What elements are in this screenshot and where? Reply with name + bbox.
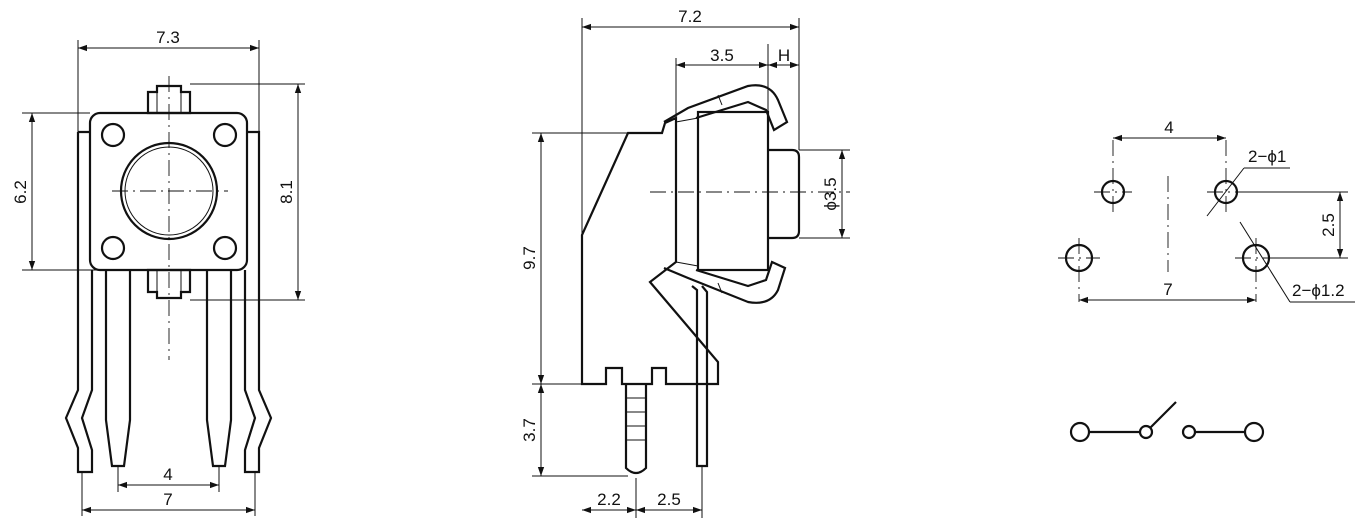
dim-offset-a: 2.2 — [597, 490, 621, 509]
leader-line — [1239, 221, 1291, 303]
left-pin — [104, 270, 132, 468]
side-view: 7.2 3.5 H ϕ3.5 9.7 3.7 2.2 2.5 — [520, 7, 850, 518]
dim-width-top: 7.3 — [156, 28, 180, 47]
bottom-clip — [146, 268, 192, 300]
dim-side-width: 7.2 — [678, 7, 702, 26]
hole-center-marks — [1078, 140, 1257, 302]
note-small-holes: 2−ϕ1 — [1248, 147, 1286, 166]
switch-schematic — [1069, 401, 1265, 443]
right-pin — [205, 270, 233, 468]
front-view: 7.3 6.2 8.1 4 7 — [11, 28, 305, 516]
dim-actuator-depth: 3.5 — [710, 46, 734, 65]
dim-row-offset: 2.5 — [1319, 213, 1338, 237]
leader-line — [1206, 167, 1245, 217]
dim-pin-length: 3.7 — [520, 418, 539, 442]
dim-pitch-top: 4 — [1164, 118, 1173, 137]
terminal-circle — [1243, 421, 1265, 443]
dim-height-right: 8.1 — [277, 180, 296, 204]
pcb-footprint: 4 2−ϕ1 2.5 2−ϕ1.2 7 — [1058, 118, 1355, 304]
top-clip-detail — [156, 92, 182, 113]
dim-pitch-bottom: 7 — [1163, 280, 1172, 299]
dim-actuator-height: H — [778, 46, 790, 65]
arm-notch — [717, 282, 723, 294]
dim-actuator-diameter: ϕ3.5 — [821, 177, 840, 210]
dim-offset-b: 2.5 — [657, 490, 681, 509]
top-spring-arm — [663, 84, 789, 132]
contact-point — [1181, 424, 1197, 440]
switch-body-side — [696, 110, 770, 272]
contact-point — [1138, 424, 1154, 440]
corner-hole — [212, 235, 238, 261]
arm-notch — [717, 94, 723, 106]
terminal-circle — [1069, 421, 1091, 443]
dim-height-left: 6.2 — [11, 180, 30, 204]
long-pin — [691, 285, 709, 468]
hole-center-marks — [1058, 191, 1277, 259]
bottom-clip-detail — [156, 270, 182, 292]
corner-hole — [212, 122, 238, 148]
dim-width-bottom: 7 — [163, 490, 172, 509]
dim-body-height: 9.7 — [520, 246, 539, 270]
note-large-holes: 2−ϕ1.2 — [1292, 281, 1345, 300]
dim-pitch-inner: 4 — [163, 465, 172, 484]
corner-hole — [100, 235, 126, 261]
body-edge — [675, 261, 699, 267]
left-bracket-leg — [64, 130, 94, 474]
bottom-spring-arm — [663, 260, 787, 304]
housing — [580, 116, 720, 386]
body-edge — [675, 117, 699, 123]
right-bracket-leg — [243, 130, 273, 474]
switch-body — [88, 111, 249, 272]
switch-lever — [1149, 401, 1177, 429]
corner-hole — [100, 122, 126, 148]
short-pin — [624, 384, 648, 475]
actuator-side — [768, 148, 801, 240]
